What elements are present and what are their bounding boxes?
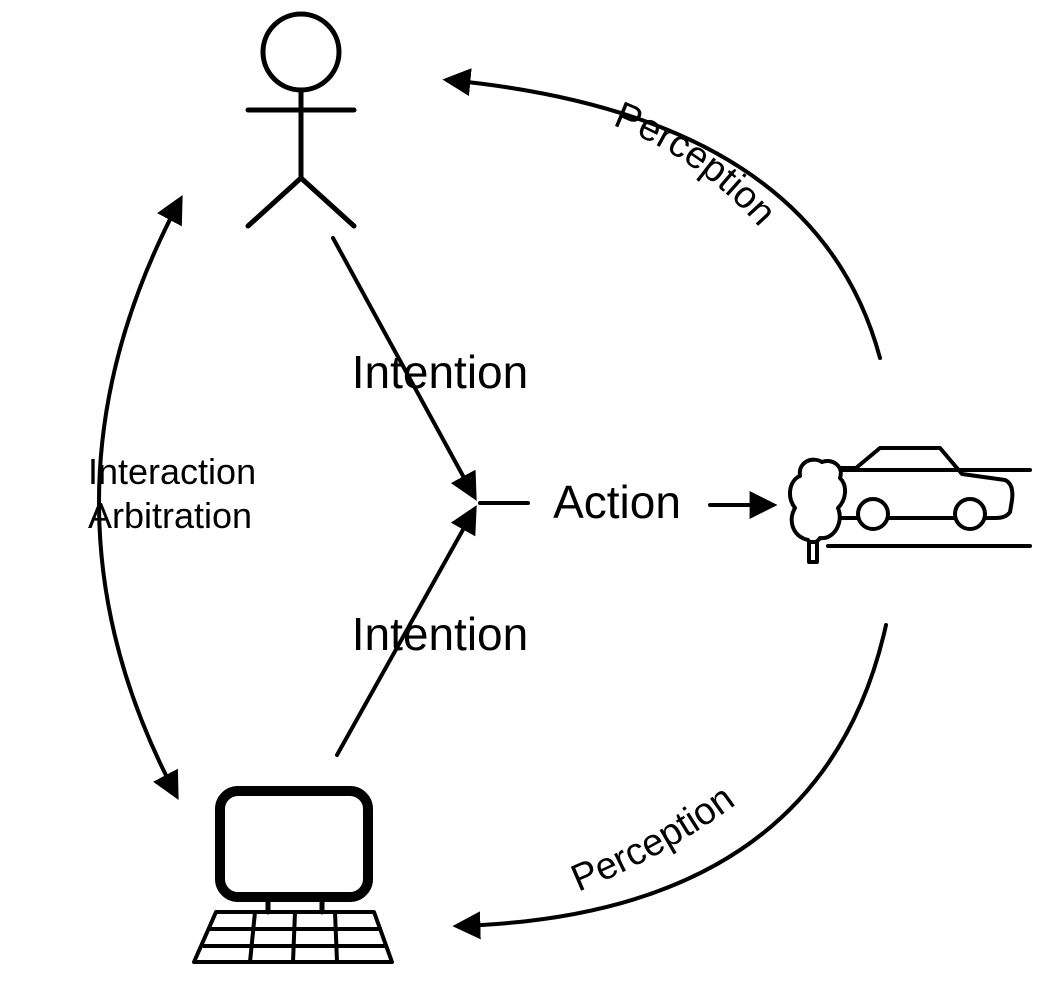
stick-figure-icon — [245, 11, 357, 229]
intention-bottom-label: Intention — [352, 608, 528, 660]
perception-top-arrow — [442, 68, 882, 360]
perception-bottom-label: Perception — [565, 777, 742, 900]
perception-top-label: Perception — [609, 94, 784, 233]
computer-intention-arrow — [335, 505, 477, 757]
car-icon — [787, 446, 1032, 564]
human-intention-arrow — [331, 236, 477, 501]
computer-icon — [192, 786, 394, 964]
perception-bottom-arrow — [452, 623, 888, 940]
interaction-label-line2: Arbitration — [88, 495, 252, 536]
intention-top-label: Intention — [352, 346, 528, 398]
interaction-label-line1: Interaction — [88, 451, 256, 492]
interaction-arbitration-arrow — [97, 195, 183, 800]
action-label: Action — [553, 476, 681, 528]
